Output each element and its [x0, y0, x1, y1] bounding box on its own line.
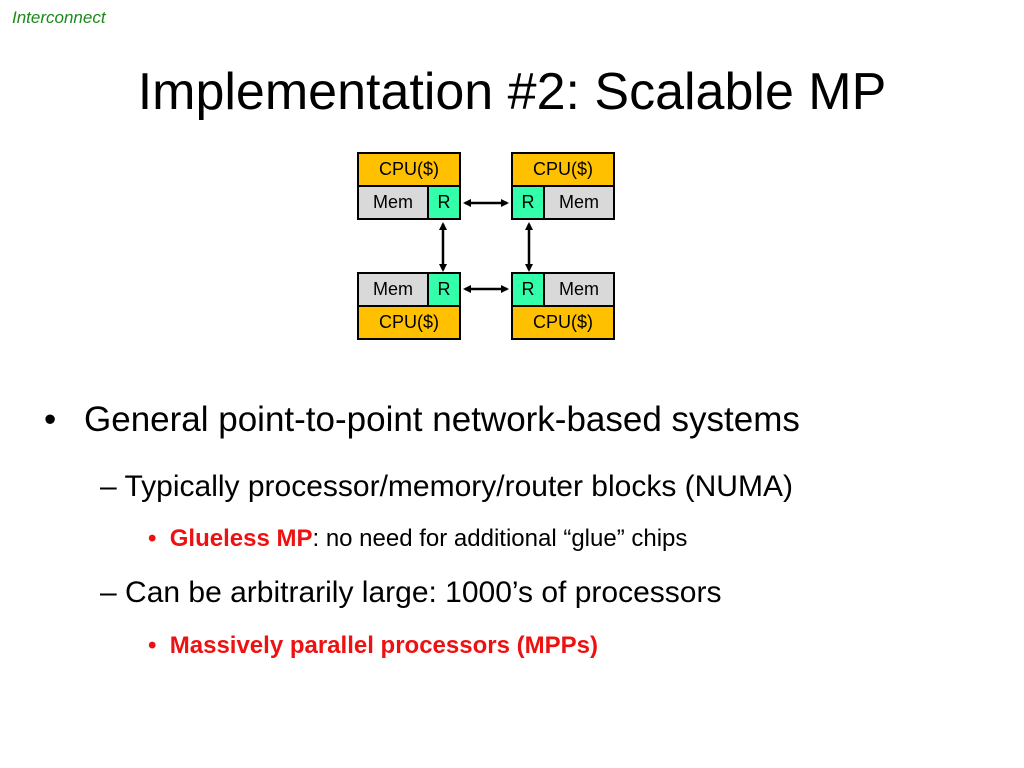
interconnect-links — [439, 199, 533, 293]
bullet-sub-1-detail: • Glueless MP: no need for additional “g… — [148, 525, 687, 553]
node-bottom-left: Mem R CPU($) — [357, 272, 461, 340]
bullet-sub-2: – Can be arbitrarily large: 1000’s of pr… — [100, 576, 721, 610]
memory-block: Mem — [545, 187, 613, 218]
glueless-mp-description: : no need for additional “glue” chips — [312, 525, 688, 552]
bullet-sub-1-text: Typically processor/memory/router blocks… — [124, 470, 793, 503]
memory-block: Mem — [359, 187, 427, 218]
router-block: R — [513, 187, 543, 218]
bullet-dot: • — [44, 400, 57, 439]
router-block: R — [429, 187, 459, 218]
glueless-mp-term: Glueless MP — [169, 525, 313, 552]
bullet-sub-2-detail: • Massively parallel processors (MPPs) — [148, 632, 598, 660]
router-block: R — [513, 274, 543, 305]
cpu-block: CPU($) — [513, 307, 613, 338]
bullet-dot: • — [148, 632, 170, 659]
node-bottom-right: R Mem CPU($) — [511, 272, 615, 340]
mpp-term: Massively parallel processors (MPPs) — [169, 632, 598, 659]
router-block: R — [429, 274, 459, 305]
bullet-sub-2-text: Can be arbitrarily large: 1000’s of proc… — [125, 576, 722, 609]
bullet-main-text: General point-to-point network-based sys… — [84, 400, 800, 439]
memory-block: Mem — [545, 274, 613, 305]
bullet-dot: • — [148, 525, 170, 552]
memory-block: Mem — [359, 274, 427, 305]
section-label: Interconnect — [12, 8, 106, 27]
node-top-right: CPU($) R Mem — [511, 152, 615, 220]
cpu-block: CPU($) — [359, 307, 459, 338]
cpu-block: CPU($) — [359, 154, 459, 185]
cpu-block: CPU($) — [513, 154, 613, 185]
dash-marker: – — [100, 576, 126, 609]
scalable-mp-diagram: CPU($) Mem R CPU($) R Mem Mem R CPU($) R… — [355, 150, 620, 345]
node-top-left: CPU($) Mem R — [357, 152, 461, 220]
slide-title: Implementation #2: Scalable MP — [137, 63, 887, 121]
bullet-sub-1: – Typically processor/memory/router bloc… — [100, 470, 793, 504]
dash-marker: – — [100, 470, 125, 503]
